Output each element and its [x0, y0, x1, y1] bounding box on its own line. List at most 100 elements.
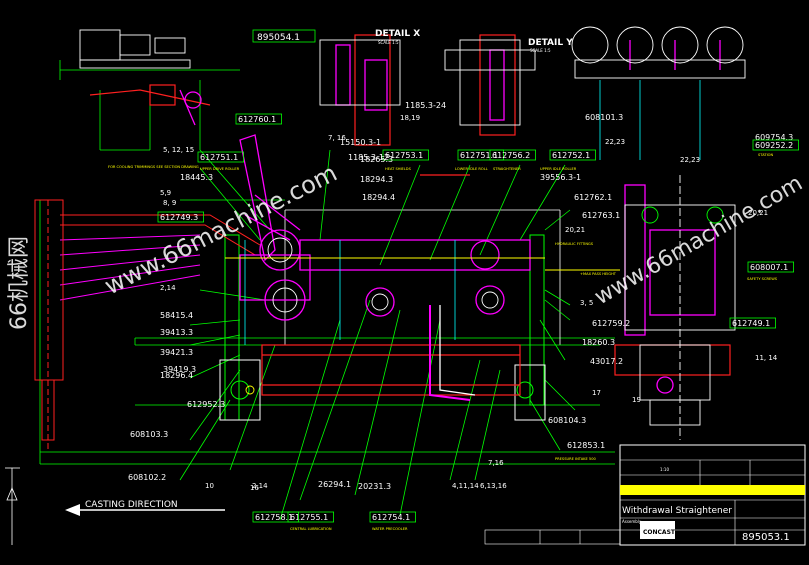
part-callout: 612759.2 [592, 319, 630, 328]
drawing-scale: 1:10 [660, 467, 669, 472]
callout-box [382, 149, 429, 161]
detail-y-label: DETAIL Y [528, 38, 573, 48]
callout-box [287, 511, 334, 523]
part-callout: 608103.3 [130, 430, 168, 439]
dimension-label: 20,21 [565, 226, 585, 234]
annotation-note: FOR COOLING TRIMMINGS SEE SECTION DRAWIN… [108, 165, 199, 169]
part-callout: 18294.4 [362, 193, 395, 202]
company-logo: CONCAST [643, 529, 676, 536]
part-callout: 608101.3 [585, 113, 623, 122]
part-callout: 18294.3 [360, 175, 393, 184]
part-callout: 39419.3 [163, 365, 196, 374]
dimension-label: 16 [250, 484, 259, 492]
dimension-label: 5,9 [160, 189, 171, 197]
part-callout: 612749.1 [732, 319, 770, 328]
dimension-label: 7,16 [488, 459, 504, 467]
casting-direction-label: CASTING DIRECTION [85, 500, 178, 510]
casting-direction-arrow [65, 504, 225, 516]
annotation-note: CENTRAL LUBRICATION [290, 527, 332, 531]
part-callout: 18296.4 [160, 371, 193, 380]
annotation-note: LOWER IDLE ROLL [455, 167, 488, 171]
callout-box [457, 149, 504, 161]
part-callout: 26294.1 [318, 480, 351, 489]
part-callout: 20231.3 [358, 482, 391, 491]
callout-box [747, 261, 794, 273]
dimension-label: 20,21 [748, 209, 768, 217]
watermark-chinese: 66机械网 [7, 236, 32, 330]
detail-x-scale: SCALE 1:5 [378, 40, 399, 45]
part-callout: 43017.2 [590, 357, 623, 366]
annotation-note: UPPER DRIVE ROLLER [200, 167, 240, 171]
part-callout: 612753.1 [385, 151, 423, 160]
callout-box [252, 511, 299, 523]
drawing-border [5, 467, 20, 545]
yellow-highlights [225, 257, 620, 395]
drawing-title: Withdrawal Straightener [622, 506, 732, 516]
part-callout: 612756.2 [492, 151, 530, 160]
callout-box [235, 113, 282, 125]
part-callout: 609754.3 [755, 133, 793, 142]
annotation-note: HYDRAULIC FITTINGS [555, 242, 594, 246]
drawing-number: 895053.1 [742, 532, 790, 543]
dimension-label: 22,23 [680, 156, 700, 164]
part-callout: 612760.1 [238, 115, 276, 124]
detail-x-label: DETAIL X [375, 29, 420, 39]
annotation-note: WATER PRECOOLER [372, 527, 408, 531]
part-callout: 608102.2 [128, 473, 166, 482]
dimension-label: 5, 12, 15 [163, 146, 194, 154]
roller-apron [34, 199, 261, 450]
title-block [484, 444, 806, 546]
dimension-label: 6,13,16 [480, 482, 507, 490]
callout-box [369, 511, 416, 523]
part-callout: 612952.3 [187, 400, 225, 409]
note-labels: FOR COOLING TRIMMINGS SEE SECTION DRAWIN… [108, 153, 778, 531]
dimension-label: 2,14 [252, 482, 268, 490]
callout-box [157, 211, 204, 223]
annotation-note: PRESSURE INTAKE 500 [555, 457, 597, 461]
part-callout: 609252.2 [755, 141, 793, 150]
part-callout: 58415.4 [160, 311, 193, 320]
part-callout: 1185.3-24 [405, 101, 446, 110]
dimension-label: 8, 9 [163, 199, 176, 207]
part-callout: 612755.1 [290, 513, 328, 522]
part-callout: 612853.1 [567, 441, 605, 450]
dimension-label: 4,11,14 [452, 482, 479, 490]
dimension-label: 17 [592, 389, 601, 397]
frame-lines [39, 60, 615, 521]
annotation-note: SAFETY SCREWS [747, 277, 778, 281]
callout-box [197, 151, 244, 163]
part-callout: 612751.1 [200, 153, 238, 162]
callout-box [549, 149, 596, 161]
base-beam [89, 34, 731, 396]
drawing-subtitle: Assembly [622, 519, 642, 524]
part-callout: 612758.1 [255, 513, 293, 522]
callout-box [489, 149, 536, 161]
straightener-mechanism [179, 40, 721, 401]
part-callout: 612754.1 [372, 513, 410, 522]
top-reference-number: 895054.1 [257, 33, 300, 43]
dimension-label: 2,14 [160, 284, 176, 292]
annotation-note: HEAT SHIELDS [385, 167, 412, 171]
part-callout: 608104.3 [548, 416, 586, 425]
part-callout: 15150.3-1 [340, 138, 381, 147]
part-callout: 1185.3-12 [348, 153, 389, 162]
dimension-label: 19 [632, 396, 641, 404]
annotation-note: UPPER IDLE ROLLER [540, 167, 577, 171]
part-callout: 39421.3 [160, 348, 193, 357]
part-callout: 612752.1 [552, 151, 590, 160]
part-callout: 612749.3 [160, 213, 198, 222]
part-callout: 39413.3 [160, 328, 193, 337]
dimension-label: 11, 14 [755, 354, 778, 362]
part-callout: 18260.3 [582, 338, 615, 347]
part-callout: 612751.1 [460, 151, 498, 160]
part-callout: 39556.3-1 [540, 173, 581, 182]
dimension-label: 18,19 [400, 114, 420, 122]
detail-y-scale: SCALE 1:5 [530, 48, 551, 53]
callout-box [752, 139, 799, 151]
part-callout: 612762.1 [574, 193, 612, 202]
dimension-label: 22,23 [605, 138, 625, 146]
